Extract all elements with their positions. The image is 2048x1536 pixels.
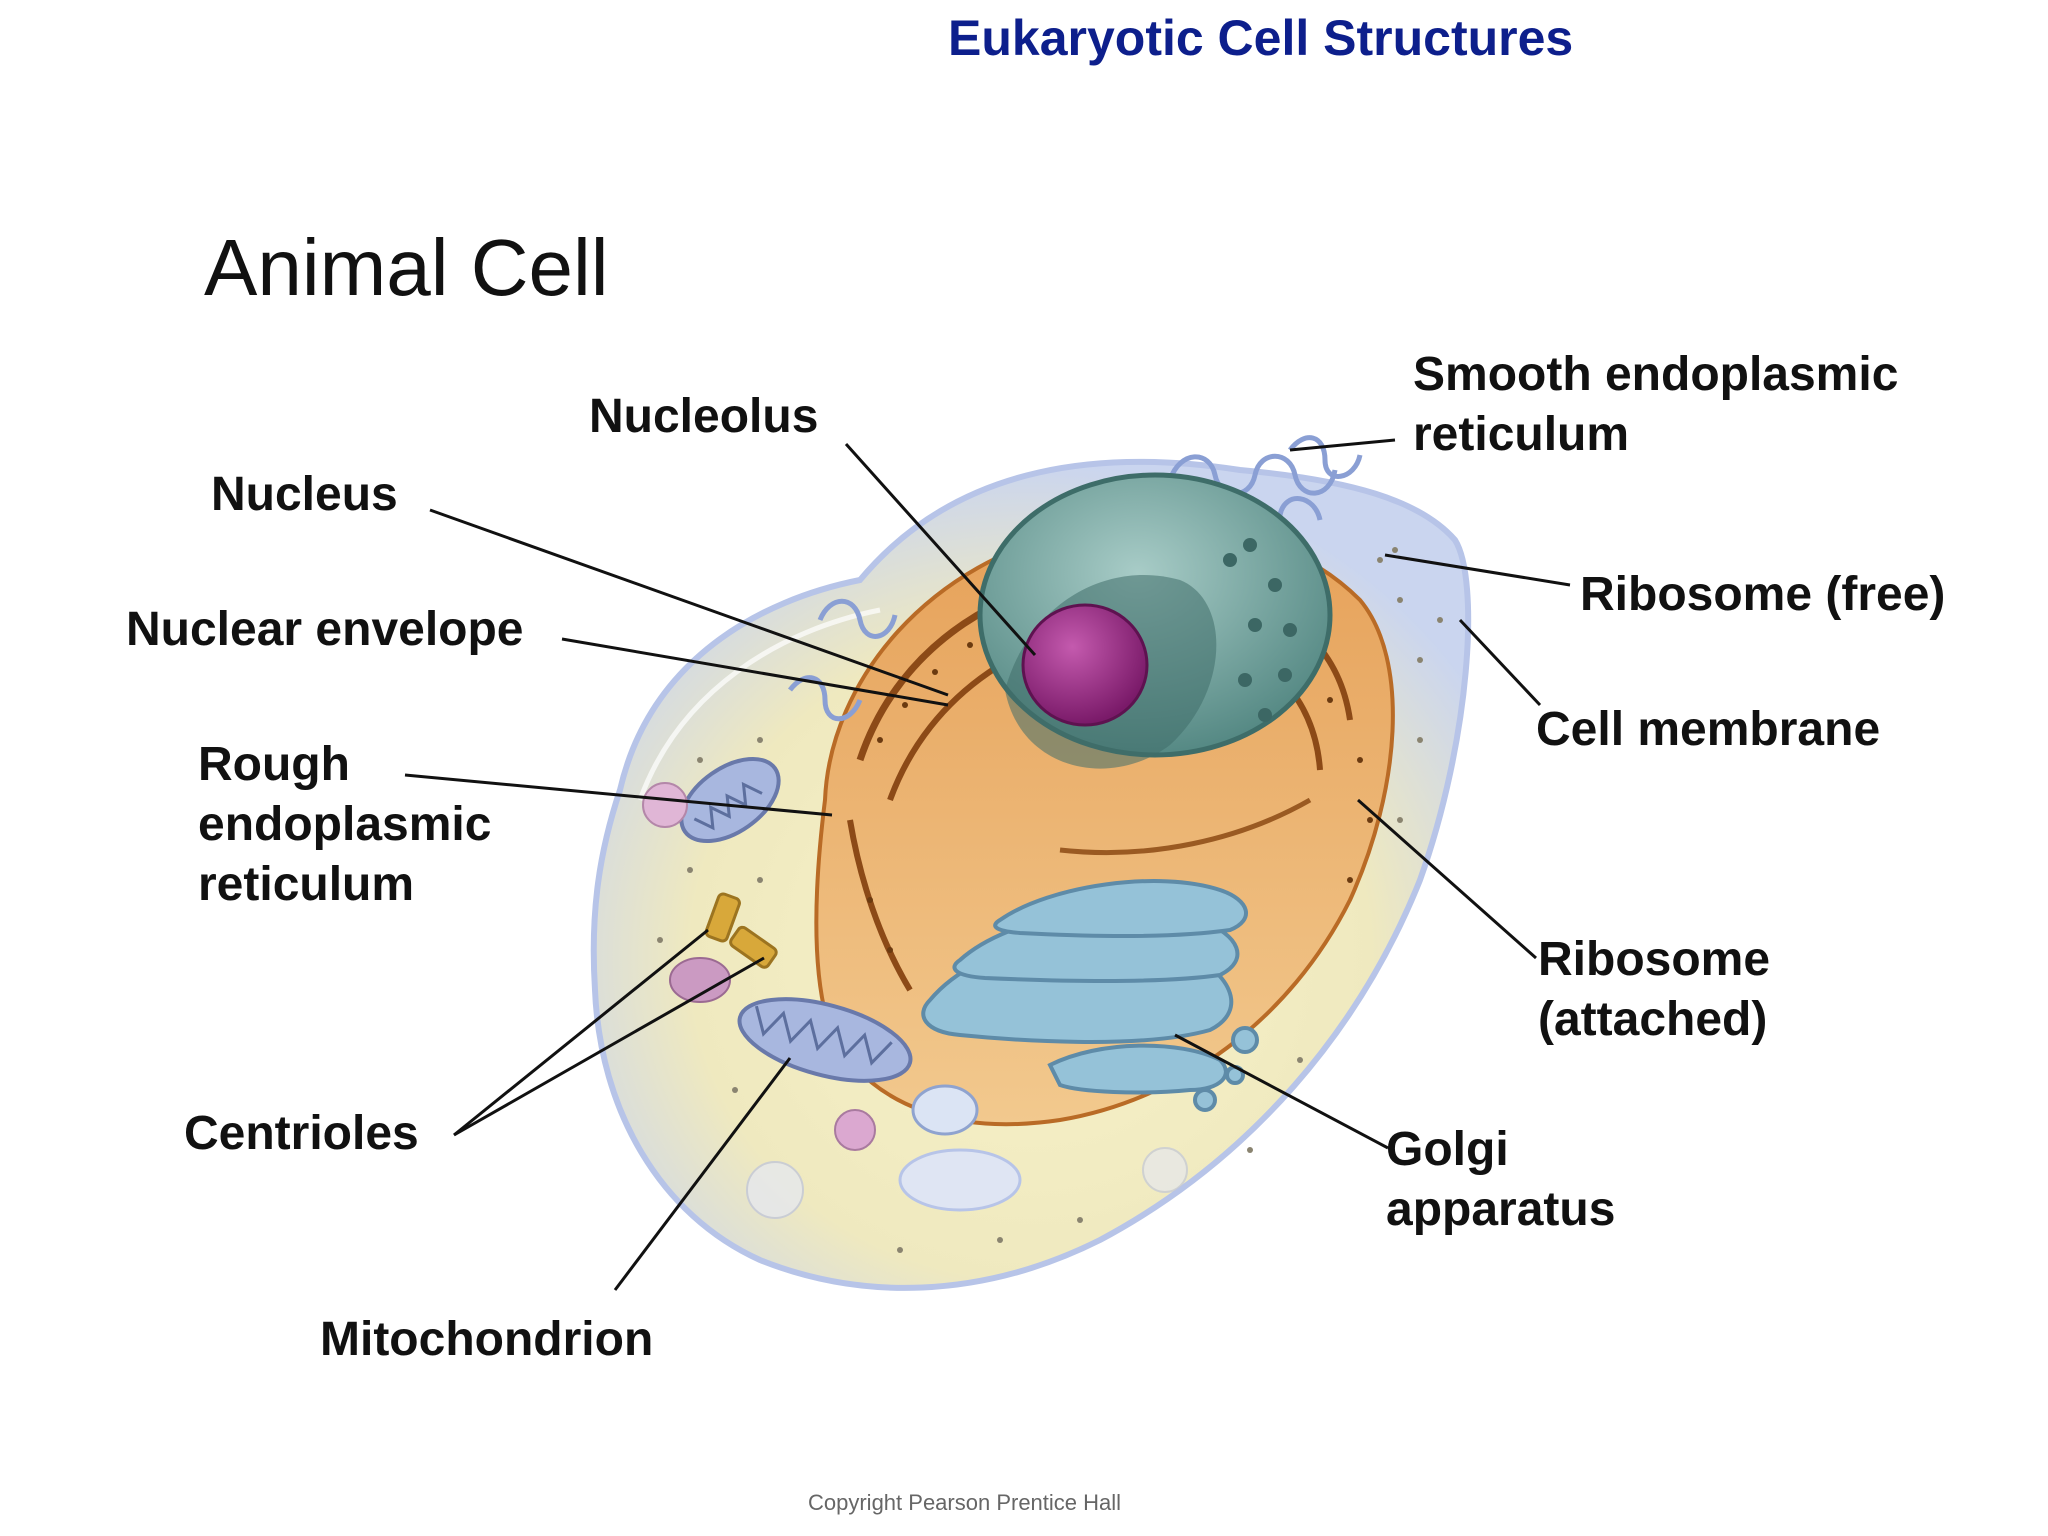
leader-centriole-2 <box>453 956 765 1137</box>
leader-mitochondrion <box>613 1057 792 1291</box>
free-ribosome-dots <box>657 547 1443 1253</box>
leader-lines <box>404 438 1571 1291</box>
leader-centriole-1 <box>453 928 709 1137</box>
leader-rough-er <box>404 773 833 817</box>
leader-ribosome-free <box>1384 553 1571 587</box>
leader-smooth-er <box>1289 438 1396 452</box>
leader-golgi <box>1174 1033 1389 1150</box>
label-rough-er: Rough endoplasmic reticulum <box>198 735 491 915</box>
nucleolus-shape <box>1021 603 1149 727</box>
diagram-title: Animal Cell <box>204 223 609 312</box>
label-nucleus: Nucleus <box>211 468 398 521</box>
label-rough-er-line-1: Rough <box>198 738 350 791</box>
label-smooth-er: Smooth endoplasmic reticulum <box>1413 345 1898 465</box>
label-golgi-line-2: apparatus <box>1386 1183 1616 1236</box>
label-ribosome-attached-line-2: (attached) <box>1538 993 1768 1046</box>
label-ribosome-attached-line-1: Ribosome <box>1538 933 1771 986</box>
header-title: Eukaryotic Cell Structures <box>948 10 1574 66</box>
label-nuclear-envelope: Nuclear envelope <box>126 603 524 656</box>
label-ribosome-free: Ribosome (free) <box>1580 568 1946 621</box>
golgi-shape <box>921 879 1259 1112</box>
label-cell-membrane: Cell membrane <box>1536 703 1881 756</box>
mitochondrion-shapes <box>679 756 1022 1212</box>
label-nucleolus: Nucleolus <box>589 390 819 443</box>
label-rough-er-line-2: endoplasmic <box>198 798 492 851</box>
label-golgi: Golgi apparatus <box>1386 1120 1615 1240</box>
label-golgi-line-1: Golgi <box>1386 1123 1509 1176</box>
vesicle-shapes <box>642 782 1188 1219</box>
leader-ribosome-attached <box>1357 798 1537 960</box>
leader-nuclear-envelope <box>561 637 949 707</box>
copyright-note: Copyright Pearson Prentice Hall <box>808 1490 1122 1515</box>
label-mitochondrion: Mitochondrion <box>320 1313 654 1366</box>
leader-cell-membrane <box>1458 618 1542 707</box>
label-rough-er-line-3: reticulum <box>198 858 415 911</box>
label-smooth-er-line-2: reticulum <box>1413 408 1630 461</box>
label-centrioles: Centrioles <box>184 1107 419 1160</box>
label-ribosome-attached: Ribosome (attached) <box>1538 930 1770 1050</box>
leader-nucleus <box>429 508 949 697</box>
centriole-shapes <box>704 892 778 969</box>
label-smooth-er-line-1: Smooth endoplasmic <box>1413 348 1899 401</box>
leader-nucleolus <box>844 442 1037 657</box>
